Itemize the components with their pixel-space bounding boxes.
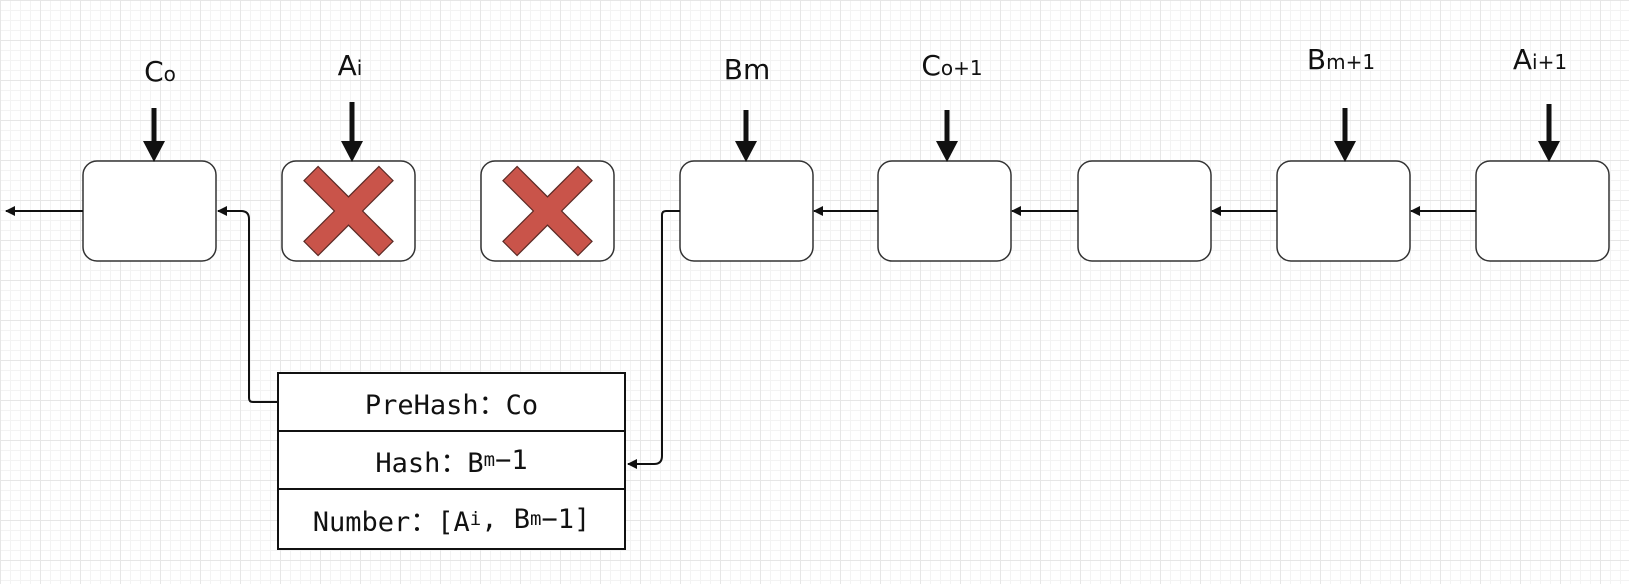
- prehash-row: PreHash：Co: [279, 374, 624, 432]
- arrow-down-icon: [341, 102, 363, 162]
- block-c0: [82, 160, 217, 262]
- pointer-label-ai: Ai: [337, 49, 363, 82]
- x-mark-icon: [303, 165, 394, 257]
- block-bm: [679, 160, 814, 262]
- block-c1: [877, 160, 1012, 262]
- x-mark-icon: [502, 165, 593, 257]
- pointer-label-bm: Bm: [723, 53, 771, 86]
- arrow-down-icon: [735, 110, 757, 162]
- pointer-label-c0: Co: [144, 55, 176, 88]
- arrow-down-icon: [1334, 108, 1356, 162]
- arrow-down-icon: [936, 110, 958, 162]
- block-6: [1077, 160, 1212, 262]
- arrow-down-icon: [143, 108, 165, 162]
- pointer-label-ai1: Ai+1: [1512, 43, 1568, 76]
- block-bm1: [1276, 160, 1411, 262]
- arrow-down-icon: [1538, 104, 1560, 162]
- block-ai1: [1475, 160, 1610, 262]
- bm-to-hash-connector: [627, 210, 680, 469]
- prehash-to-c0-connector: [217, 206, 277, 403]
- pointer-label-c1: Co+1: [921, 49, 983, 82]
- pointer-label-bm1: Bm+1: [1306, 43, 1376, 76]
